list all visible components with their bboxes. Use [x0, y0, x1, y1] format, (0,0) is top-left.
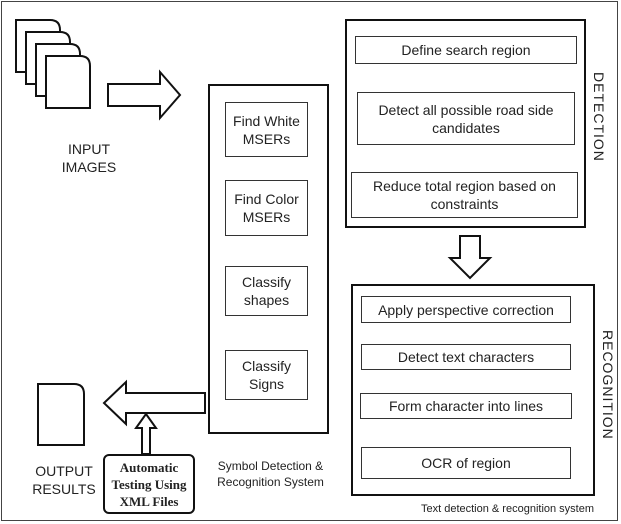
output-document-icon — [37, 383, 85, 446]
input-label-line1: INPUT — [68, 141, 110, 157]
testing-line3: XML Files — [119, 493, 179, 509]
recognition-step-3: Form character into lines — [360, 393, 572, 419]
input-label-line2: IMAGES — [61, 159, 117, 175]
symbol-step-2: Find Color MSERs — [225, 180, 308, 236]
recognition-step-2-label: Detect text characters — [397, 349, 535, 365]
symbol-step-3-line2: shapes — [243, 292, 290, 308]
symbol-caption-line2: Recognition System — [217, 475, 324, 489]
detection-step-1-label: Define search region — [401, 42, 531, 58]
symbol-step-1-line2: MSERs — [242, 130, 291, 147]
detection-step-2-line2: candidates — [432, 119, 500, 136]
detection-step-3-line2: constraints — [430, 196, 499, 212]
testing-flow-arrow — [134, 412, 158, 455]
symbol-caption-line1: Symbol Detection & — [217, 459, 324, 473]
symbol-step-2-line1: Find Color — [234, 191, 299, 207]
detection-step-3-line1: Reduce total region based on — [373, 178, 556, 194]
symbol-step-4: Classify Signs — [225, 350, 308, 400]
symbol-step-4-line1: Classify — [241, 358, 291, 374]
symbol-step-1-line1: Find White — [233, 112, 300, 129]
recognition-caption: Text detection & recognition system — [420, 503, 595, 515]
testing-line1: Automatic — [119, 459, 179, 475]
output-label-line2: RESULTS — [32, 481, 96, 497]
detection-step-2: Detect all possible road side candidates — [357, 92, 575, 145]
detection-step-1: Define search region — [355, 36, 577, 64]
output-label-line1: OUTPUT — [35, 463, 93, 479]
automatic-testing-box: Automatic Testing Using XML Files — [103, 454, 195, 514]
input-flow-arrow — [107, 69, 182, 121]
detection-step-3: Reduce total region based on constraints — [351, 172, 578, 218]
recognition-step-1-label: Apply perspective correction — [378, 301, 554, 318]
detection-step-2-line1: Detect all possible road side — [378, 101, 554, 118]
input-label: INPUT IMAGES — [44, 140, 134, 176]
recognition-step-4: OCR of region — [361, 447, 571, 479]
symbol-step-4-line2: Signs — [248, 376, 285, 392]
symbol-step-3-line1: Classify — [241, 274, 291, 290]
recognition-step-1: Apply perspective correction — [361, 296, 571, 323]
recognition-step-4-label: OCR of region — [421, 455, 511, 471]
input-images-icon — [15, 19, 91, 109]
symbol-step-3: Classify shapes — [225, 266, 308, 316]
symbol-system-caption: Symbol Detection & Recognition System — [208, 458, 333, 490]
output-flow-arrow — [102, 379, 206, 427]
symbol-step-1: Find White MSERs — [225, 102, 308, 157]
recognition-step-2: Detect text characters — [361, 344, 571, 370]
recognition-title: RECOGNITION — [600, 330, 616, 440]
testing-line2: Testing Using — [111, 476, 187, 492]
detection-to-recognition-arrow — [447, 235, 493, 280]
recognition-step-3-label: Form character into lines — [388, 398, 544, 414]
output-label: OUTPUT RESULTS — [24, 462, 104, 498]
symbol-step-2-line2: MSERs — [242, 209, 291, 225]
detection-title: DETECTION — [591, 72, 607, 162]
